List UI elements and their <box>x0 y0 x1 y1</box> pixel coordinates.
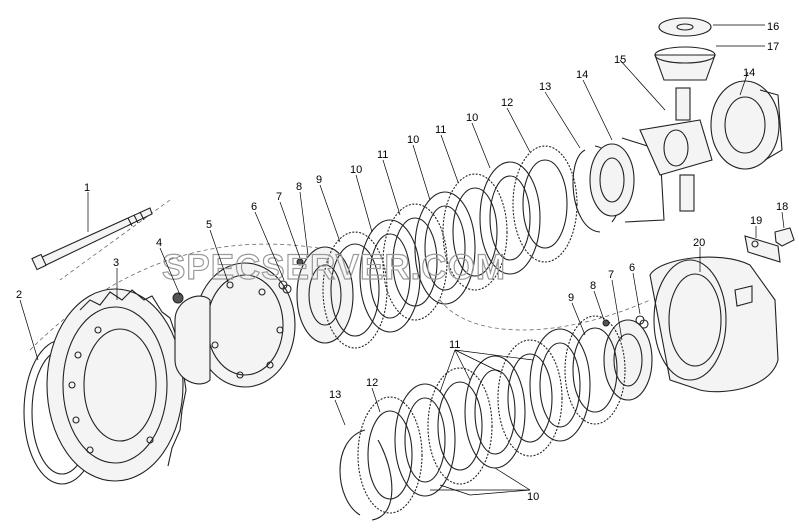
part-bolt <box>31 207 153 271</box>
callout-13a: 13 <box>539 81 551 93</box>
callout-19: 19 <box>750 215 762 227</box>
callout-12a: 12 <box>501 97 513 109</box>
part-thrust-washer <box>658 17 712 37</box>
callout-12b: 12 <box>366 377 378 389</box>
part-side-gear-right <box>710 80 783 170</box>
callout-14a: 14 <box>576 69 588 81</box>
callout-7b: 7 <box>608 269 614 281</box>
clutch-stack-lower <box>357 328 591 514</box>
part-pin-upper <box>296 258 304 266</box>
callout-9a: 9 <box>316 174 322 186</box>
part-spider-cross <box>639 87 713 212</box>
callout-labels: 1 2 3 4 5 6 7 8 9 10 11 10 11 10 12 13 1… <box>16 21 788 503</box>
part-clutch-housing <box>649 256 779 393</box>
callout-8a: 8 <box>296 181 302 193</box>
watermark-text: SPECSERVER.COM <box>162 248 506 287</box>
callout-10b: 10 <box>407 134 419 146</box>
part-pressure-plate-lower <box>603 319 653 401</box>
clutch-stack-upper <box>359 145 578 333</box>
part-side-gear-left <box>589 137 665 223</box>
part-nut <box>774 227 795 247</box>
part-spring-upper <box>278 280 292 294</box>
callout-10a: 10 <box>350 164 362 176</box>
part-differential-case-half <box>172 262 296 388</box>
callout-6b: 6 <box>629 262 635 274</box>
callout-10c: 10 <box>466 112 478 124</box>
callout-8b: 8 <box>590 280 596 292</box>
callout-11c: 11 <box>449 339 460 351</box>
callout-4: 4 <box>156 237 162 249</box>
part-pinion-gear <box>654 46 716 81</box>
callout-7a: 7 <box>276 191 282 203</box>
callout-20: 20 <box>693 237 705 249</box>
callout-6a: 6 <box>251 201 257 213</box>
callout-9b: 9 <box>568 292 574 304</box>
part-pin-lower <box>602 319 610 327</box>
callout-3: 3 <box>113 257 119 269</box>
callout-17: 17 <box>767 41 779 53</box>
part-lock-plate <box>744 235 781 263</box>
callout-16: 16 <box>767 21 779 33</box>
part-snap-ring-lower <box>339 429 393 521</box>
callout-2: 2 <box>16 289 22 301</box>
part-spring-lower <box>635 315 649 329</box>
callout-11b: 11 <box>435 124 446 136</box>
callout-15: 15 <box>614 54 626 66</box>
callout-13b: 13 <box>329 389 341 401</box>
callout-10d: 10 <box>527 491 539 503</box>
callout-11a: 11 <box>377 149 388 161</box>
part-pressure-plate-upper <box>296 246 354 344</box>
part-clutch-disc-toothed-lower <box>564 315 626 425</box>
callout-18: 18 <box>776 201 788 213</box>
part-crown-gear <box>46 288 187 482</box>
callout-1: 1 <box>84 182 90 194</box>
leader-lines <box>19 24 785 496</box>
callout-5: 5 <box>206 219 212 231</box>
callout-14b: 14 <box>743 67 755 79</box>
